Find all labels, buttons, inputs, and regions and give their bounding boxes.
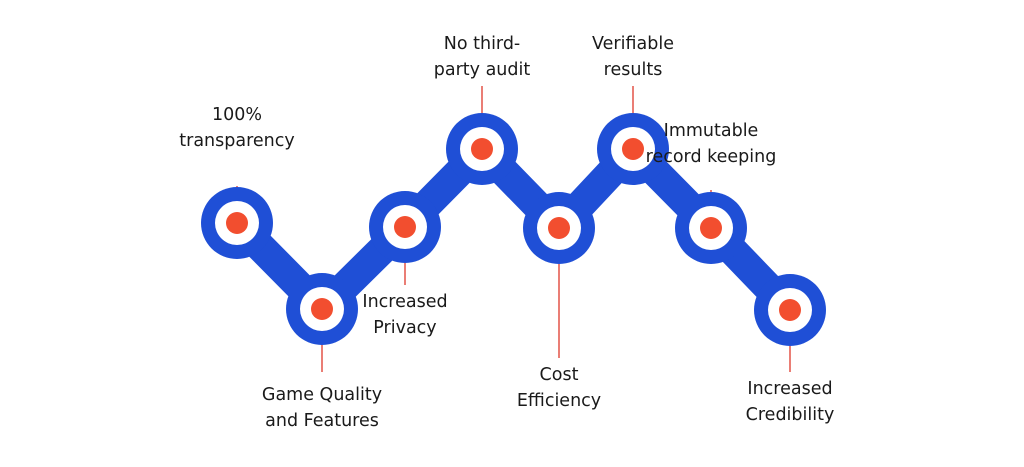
- node-immutable: [675, 192, 747, 264]
- label-line: transparency: [179, 131, 295, 151]
- node-cost: [523, 192, 595, 264]
- node-dot: [548, 217, 570, 239]
- label-transparency: 100% transparency: [179, 102, 294, 154]
- label-line: No third-: [443, 34, 521, 54]
- label-line: Game Quality: [261, 385, 383, 405]
- label-line: results: [603, 60, 663, 80]
- node-verifiable: [597, 113, 669, 185]
- node-no-audit: [446, 113, 518, 185]
- node-dot: [622, 138, 644, 160]
- label-line: Credibility: [745, 405, 835, 425]
- label-line: Verifiable: [592, 34, 674, 54]
- label-line: Increased: [362, 292, 448, 312]
- label-game-quality: Game Quality and Features: [262, 382, 382, 434]
- node-privacy: [369, 191, 441, 263]
- node-dot: [226, 212, 248, 234]
- label-verifiable: Verifiable results: [592, 31, 674, 83]
- node-dot: [311, 298, 333, 320]
- label-line: party audit: [433, 60, 531, 80]
- label-line: Increased: [747, 379, 833, 399]
- node-dot: [779, 299, 801, 321]
- node-game-quality: [286, 273, 358, 345]
- node-transparency: [201, 187, 273, 259]
- label-line: 100%: [211, 105, 263, 125]
- label-no-audit: No third-party audit: [434, 31, 530, 83]
- label-line: Immutable: [663, 121, 759, 141]
- label-line: record keeping: [645, 147, 777, 167]
- label-line: Privacy: [373, 318, 437, 338]
- node-dot: [471, 138, 493, 160]
- label-line: Efficiency: [516, 391, 602, 411]
- node-credibility: [754, 274, 826, 346]
- node-dot: [700, 217, 722, 239]
- label-line: Cost: [539, 365, 579, 385]
- label-line: and Features: [265, 411, 379, 431]
- label-immutable: Immutable record keeping: [646, 118, 777, 170]
- node-dot: [394, 216, 416, 238]
